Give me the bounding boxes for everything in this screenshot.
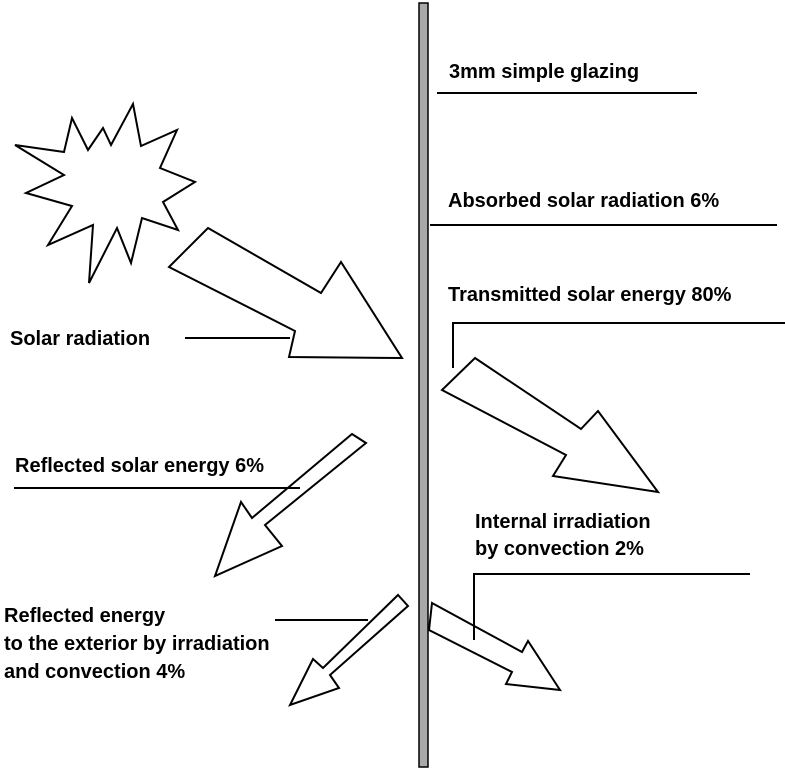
- reflected-solar-label: Reflected solar energy 6%: [15, 455, 264, 477]
- internal-label-line-2: by convection 2%: [475, 538, 644, 560]
- reflected-exterior-line-2: to the exterior by irradiation: [4, 633, 270, 655]
- transmitted-leader: [452, 322, 785, 368]
- reflected-exterior-line-1: Reflected energy: [4, 605, 166, 627]
- internal-irradiation-arrow: [427, 601, 562, 692]
- sun-icon: [14, 101, 198, 284]
- absorbed-label: Absorbed solar radiation 6%: [448, 190, 720, 212]
- internal-leader: [473, 573, 750, 640]
- transmitted-label: Transmitted solar energy 80%: [448, 284, 732, 306]
- transmitted-energy-arrow: [440, 356, 661, 494]
- glazing-label: 3mm simple glazing: [449, 61, 640, 83]
- solar-radiation-arrow: [167, 226, 404, 360]
- glass-pane: [418, 2, 429, 768]
- internal-label-line-1: Internal irradiation: [475, 511, 651, 533]
- reflected-exterior-label: Reflected energy to the exterior by irra…: [4, 602, 270, 686]
- reflected-exterior-line-3: and convection 4%: [4, 661, 186, 683]
- reflected-exterior-arrow: [288, 593, 410, 707]
- reflected-solar-arrow: [213, 432, 368, 578]
- internal-label: Internal irradiation by convection 2%: [475, 509, 651, 563]
- solar-radiation-label: Solar radiation: [10, 328, 151, 350]
